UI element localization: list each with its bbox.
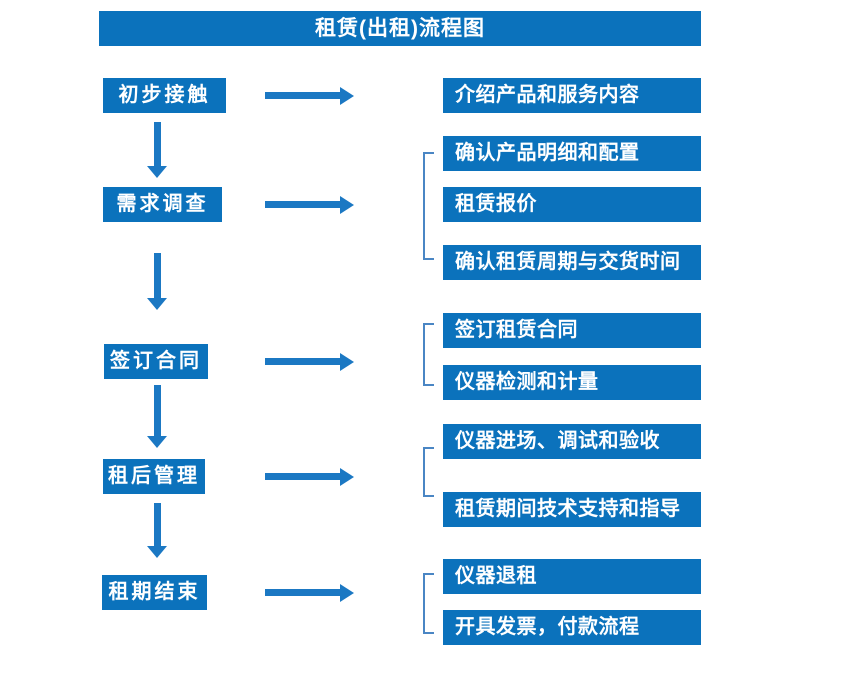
down-arrow-head-icon xyxy=(147,166,167,178)
right-arrow-head-icon xyxy=(340,468,354,486)
group-bracket xyxy=(423,152,434,260)
flowchart-title: 租赁(出租)流程图 xyxy=(99,11,701,46)
detail-box-introduce-products: 介绍产品和服务内容 xyxy=(443,78,701,113)
right-arrow xyxy=(265,358,341,365)
down-arrow xyxy=(154,385,161,436)
step-box-demand-survey: 需求调查 xyxy=(103,187,222,222)
detail-box-instrument-return: 仪器退租 xyxy=(443,559,701,594)
down-arrow-head-icon xyxy=(147,546,167,558)
step-box-sign-contract: 签订合同 xyxy=(104,344,208,379)
down-arrow xyxy=(154,253,161,298)
detail-box-confirm-period-delivery: 确认租赁周期与交货时间 xyxy=(443,245,701,280)
detail-box-instrument-setup: 仪器进场、调试和验收 xyxy=(443,424,701,459)
group-bracket xyxy=(423,323,434,386)
right-arrow-head-icon xyxy=(340,196,354,214)
detail-box-rental-quote: 租赁报价 xyxy=(443,187,701,222)
detail-box-invoice-payment: 开具发票，付款流程 xyxy=(443,610,701,645)
detail-box-confirm-product-config: 确认产品明细和配置 xyxy=(443,136,701,171)
down-arrow-head-icon xyxy=(147,436,167,448)
detail-box-tech-support: 租赁期间技术支持和指导 xyxy=(443,492,701,527)
group-bracket xyxy=(423,573,434,634)
down-arrow xyxy=(154,122,161,166)
group-bracket xyxy=(423,447,434,497)
right-arrow xyxy=(265,473,341,480)
right-arrow xyxy=(265,201,341,208)
right-arrow-head-icon xyxy=(340,353,354,371)
detail-box-instrument-testing: 仪器检测和计量 xyxy=(443,365,701,400)
down-arrow-head-icon xyxy=(147,298,167,310)
right-arrow-head-icon xyxy=(340,87,354,105)
right-arrow xyxy=(265,589,341,596)
step-box-initial-contact: 初步接触 xyxy=(103,78,226,113)
step-box-rental-end: 租期结束 xyxy=(102,575,207,610)
down-arrow xyxy=(154,503,161,546)
right-arrow-head-icon xyxy=(340,584,354,602)
detail-box-sign-rental-contract: 签订租赁合同 xyxy=(443,313,701,348)
step-box-post-rental-mgmt: 租后管理 xyxy=(103,459,205,494)
right-arrow xyxy=(265,92,341,99)
